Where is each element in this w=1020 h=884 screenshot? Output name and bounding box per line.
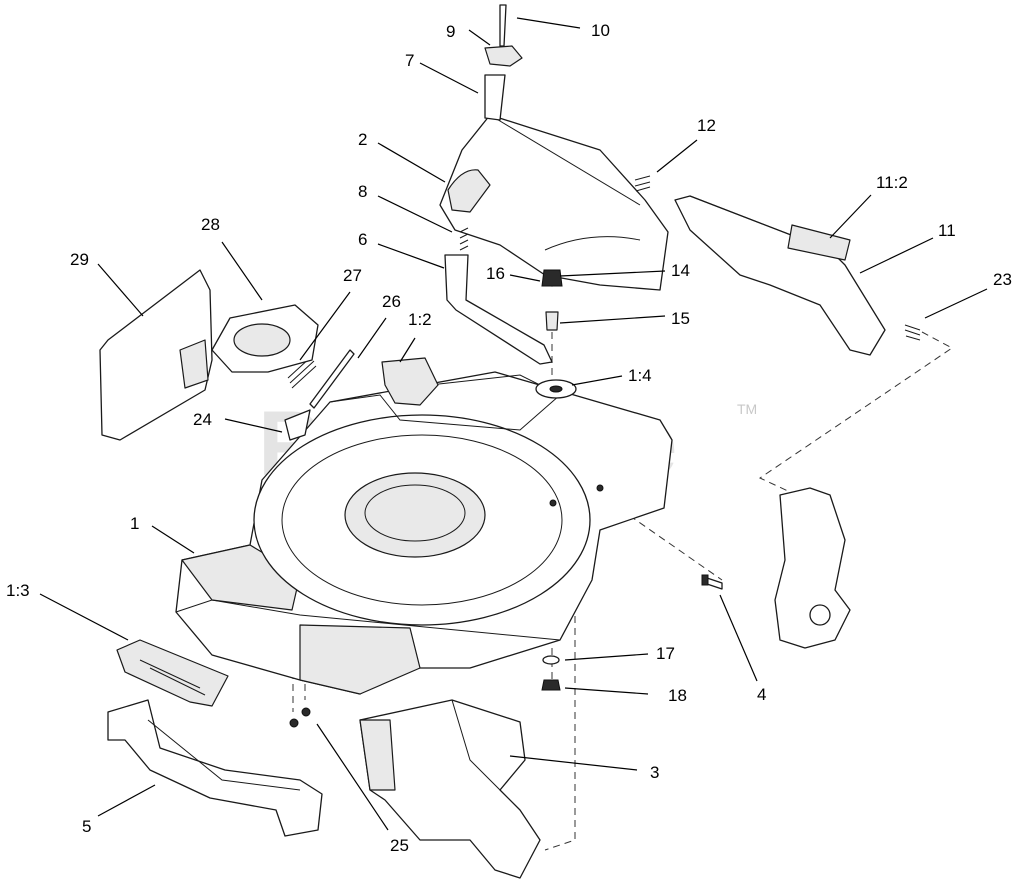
callout-16: 16: [486, 264, 505, 283]
pin-part-10: [499, 4, 507, 47]
callout-1-2: 1:2: [408, 310, 432, 329]
callout-18: 18: [668, 686, 687, 705]
bolt-part-4: [701, 574, 723, 590]
callout-10: 10: [591, 21, 610, 40]
torsion-spring-part-12: [634, 175, 651, 192]
handle-part-28: [211, 304, 319, 373]
spring-part-8: [459, 227, 469, 251]
torsion-spring-part-23: [904, 324, 921, 341]
adjuster-parts-14-15-16: [541, 269, 563, 331]
callout-24: 24: [193, 410, 212, 429]
callout-23: 23: [993, 270, 1012, 289]
nut-part-14: [541, 269, 563, 287]
stud-part-15: [545, 311, 559, 331]
callout-4: 4: [757, 685, 766, 704]
watermark-trademark: TM: [737, 401, 757, 417]
rod-part-26: [309, 349, 355, 409]
deck-decal-part-1-3: [116, 639, 229, 707]
latch-part-7: [484, 74, 506, 121]
discharge-chute-part-3: [359, 699, 541, 879]
callout-9: 9: [446, 22, 455, 41]
washer-part-17: [542, 655, 560, 665]
callout-5: 5: [82, 817, 91, 836]
callout-1: 1: [130, 514, 139, 533]
callout-26: 26: [382, 292, 401, 311]
door-decal-part-11-2: [787, 224, 851, 261]
rear-door-part-11: [674, 195, 886, 356]
side-bracket: [774, 487, 851, 649]
callout-27: 27: [343, 266, 362, 285]
callout-17: 17: [656, 644, 675, 663]
callout-28: 28: [201, 215, 220, 234]
callout-1-3: 1:3: [6, 581, 30, 600]
callout-15: 15: [671, 309, 690, 328]
callout-12: 12: [697, 116, 716, 135]
mower-deck-part-1: [175, 371, 673, 695]
skirt-part-5: [107, 699, 323, 837]
height-plate-part-1-4: [535, 379, 577, 399]
callout-6: 6: [358, 230, 367, 249]
callout-7: 7: [405, 51, 414, 70]
knob-part-9: [484, 45, 523, 67]
washer-nut-parts-17-18: [541, 655, 561, 691]
callout-1-4: 1:4: [628, 366, 652, 385]
callout-3: 3: [650, 763, 659, 782]
callout-11-2: 11:2: [876, 173, 908, 192]
rod-part-6: [444, 254, 553, 365]
bracket-part-24: [284, 409, 311, 441]
decal-part-1-2: [381, 357, 439, 406]
nut-part-18: [541, 679, 561, 691]
rear-cover-part-2: [439, 114, 669, 291]
callout-29: 29: [70, 250, 89, 269]
callout-14: 14: [671, 261, 690, 280]
bolts-part-25: [289, 707, 311, 728]
callout-8: 8: [358, 182, 367, 201]
cover-part-29: [99, 269, 213, 441]
leader-lines: [39, 17, 988, 831]
callout-labels: 10 9 7 2 8 6 12 11:2 11 23 16 14 15 1:4 …: [6, 21, 1012, 855]
callout-11: 11: [938, 221, 956, 240]
callout-2: 2: [358, 130, 367, 149]
callout-25: 25: [390, 836, 409, 855]
